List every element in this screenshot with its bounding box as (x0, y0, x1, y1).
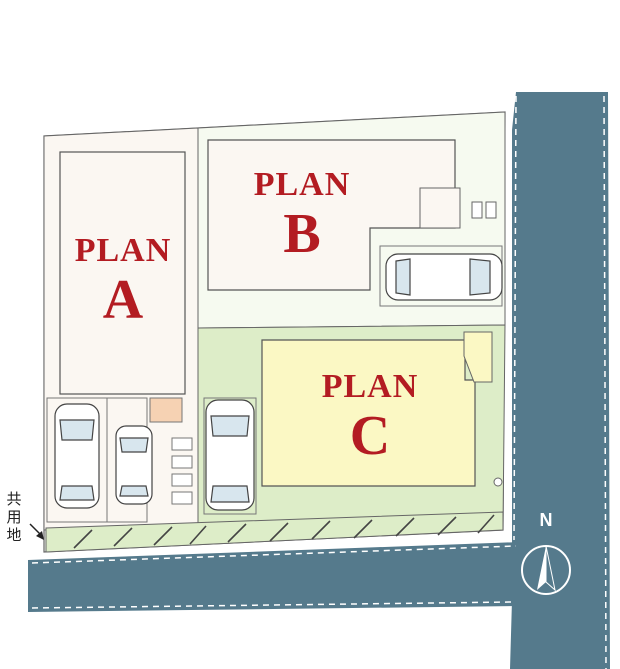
plan-c-label: PLAN C (300, 368, 440, 467)
car-icon (205, 399, 255, 511)
plan-c-step (171, 437, 193, 451)
plan-b-label: PLAN B (232, 166, 372, 265)
plan-b-meter (485, 201, 497, 219)
plan-a-label: PLAN A (62, 232, 184, 331)
plan-c-lot (171, 324, 506, 536)
frontage-strip-band (45, 511, 504, 553)
arrow-head (36, 531, 44, 540)
plan-b-entrance (419, 187, 461, 229)
road-edge-dash (513, 95, 517, 541)
shared-land-char: 共 (6, 490, 22, 508)
plan-a-house (59, 151, 186, 395)
arrow-icon (29, 523, 41, 535)
car-windshield (119, 437, 149, 453)
plan-b-meter (471, 201, 483, 219)
plan-c-word: PLAN (321, 368, 419, 405)
north-label: N (539, 510, 553, 530)
car-icon (385, 253, 503, 301)
car-rear-window (59, 485, 95, 501)
plan-a-entrance-step (149, 397, 183, 423)
plan-c-entrance (463, 331, 493, 383)
car-rear-window (210, 485, 250, 503)
frontage-hatch (73, 514, 495, 549)
road-edge-dash (603, 95, 607, 669)
car-windshield (59, 419, 95, 441)
plan-a-lot (43, 127, 199, 531)
plan-b-letter: B (283, 203, 321, 265)
frontage-strip (45, 511, 504, 553)
car-rear-window (395, 258, 411, 296)
shared-land-char: 地 (6, 526, 22, 544)
plan-c-step (171, 473, 193, 487)
car-rear-window (119, 485, 149, 497)
plan-c-step (171, 491, 193, 505)
plan-c-letter: C (349, 405, 391, 467)
plan-a-letter: A (102, 269, 144, 331)
car-icon (54, 403, 100, 509)
plan-b-word: PLAN (253, 166, 351, 203)
road-edge-dash (31, 601, 513, 609)
shared-land-label: 共 用 地 (2, 490, 26, 544)
shared-land-char: 用 (6, 508, 22, 526)
east-road (510, 92, 610, 669)
south-road (28, 542, 520, 612)
plan-b-house (207, 139, 456, 291)
plan-c-step (171, 455, 193, 469)
plan-c-marker (493, 477, 503, 487)
road-edge-dash (31, 545, 517, 564)
north-arrow-icon (521, 545, 571, 595)
car-icon (115, 425, 153, 505)
road-layer (28, 92, 610, 669)
car-windshield (210, 415, 250, 437)
compass-needle-shade (545, 545, 556, 592)
plan-a-word: PLAN (74, 232, 172, 269)
plan-c-parking (203, 397, 257, 515)
car-windshield (469, 258, 491, 296)
